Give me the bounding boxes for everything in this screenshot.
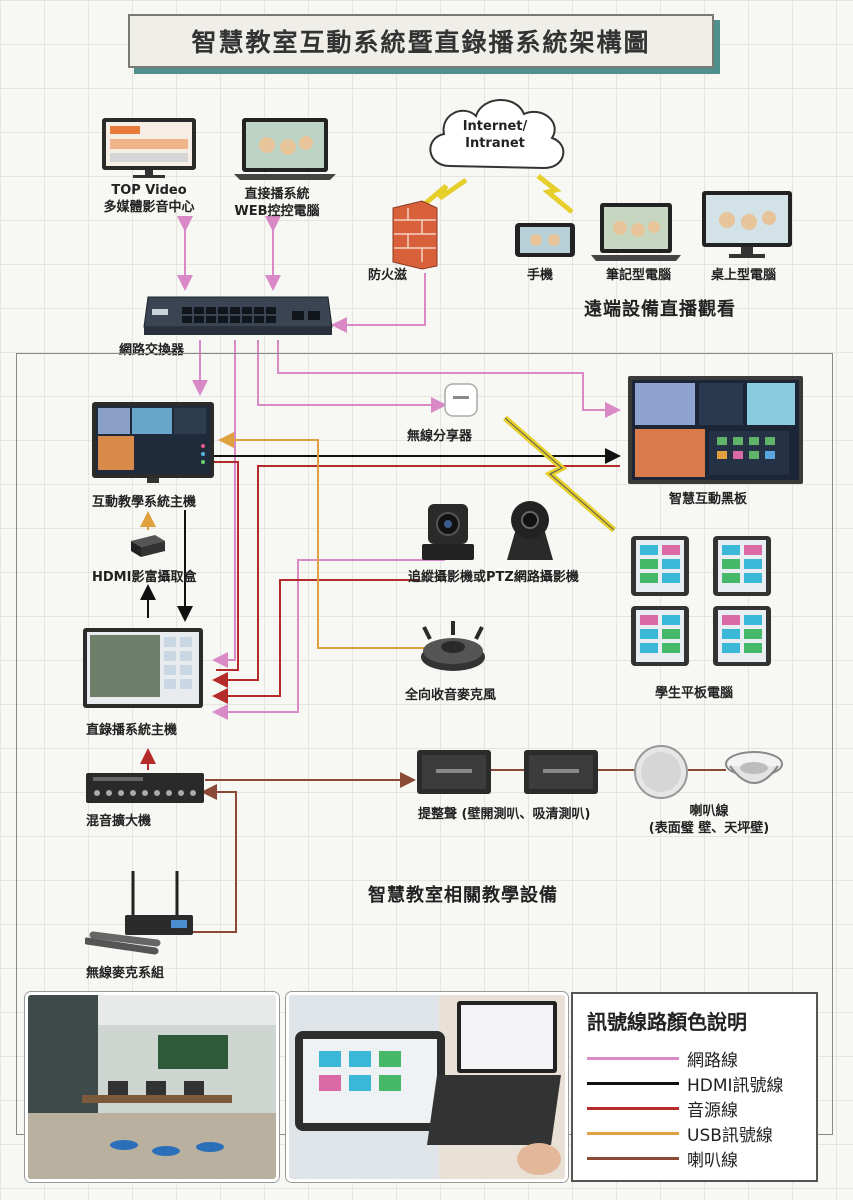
switch-label: 網路交換器 bbox=[119, 343, 185, 358]
microphone-icon bbox=[421, 621, 485, 671]
monitor-icon bbox=[92, 402, 214, 483]
laptop-icon bbox=[234, 118, 336, 180]
cameras-label: 追縱攝影機或PTZ網路攝影機 bbox=[408, 570, 579, 585]
firewall-icon bbox=[392, 200, 438, 270]
ptz-camera-icon bbox=[422, 504, 474, 560]
laptop-icon bbox=[591, 203, 681, 261]
wireless-mic-icon bbox=[85, 871, 193, 955]
wifi-router-icon bbox=[444, 383, 478, 417]
network-switch-icon bbox=[143, 296, 333, 335]
mixer-label: 混音擴大機 bbox=[86, 814, 152, 829]
capture-box-icon bbox=[131, 535, 165, 557]
mixer-icon bbox=[86, 773, 204, 803]
legend-swatch bbox=[587, 1157, 679, 1160]
monitor-icon bbox=[83, 628, 203, 708]
speaker-icon bbox=[417, 750, 491, 794]
page-title: 智慧教室互動系統暨直錄播系統架構圖 bbox=[128, 14, 714, 68]
legend-swatch bbox=[587, 1107, 679, 1110]
legend-swatch bbox=[587, 1132, 679, 1135]
legend-item-hdmi: HDMI訊號線 bbox=[587, 1071, 784, 1096]
teaching-host-label: 互動教學系統主機 bbox=[92, 495, 197, 510]
cloud-label: Internet/Intranet bbox=[462, 119, 528, 151]
tablets-group bbox=[630, 535, 778, 673]
remote-caption: 遠端設備直播觀看 bbox=[584, 299, 736, 320]
legend-item-network: 網路線 bbox=[587, 1046, 738, 1071]
legend-swatch bbox=[587, 1082, 679, 1085]
phone-label: 手機 bbox=[527, 268, 554, 283]
legend-item-usb: USB訊號線 bbox=[587, 1121, 773, 1146]
speakers-label: 提整聲 (壁開測叭、吸清測叭) bbox=[418, 807, 591, 822]
monitor-icon bbox=[102, 118, 196, 178]
section-title: 智慧教室相關教學設備 bbox=[368, 885, 558, 906]
interactive-board-icon bbox=[628, 376, 803, 484]
legend-title: 訊號線路顏色說明 bbox=[587, 1010, 747, 1034]
desktop-label: 桌上型電腦 bbox=[711, 268, 777, 283]
hdmi-box-label: HDMI影富攝取盒 bbox=[92, 570, 197, 585]
cloud-icon bbox=[429, 99, 565, 170]
mic-label: 全向收音麥克風 bbox=[405, 688, 497, 703]
classroom-photo bbox=[25, 992, 279, 1182]
blackboard-label: 智慧互動黑板 bbox=[669, 492, 748, 507]
speaker-line-label: 喇叭線(表面璧 壁、天坪壁) bbox=[648, 804, 770, 836]
phone-icon bbox=[515, 223, 575, 257]
tablet-laptop-photo bbox=[286, 992, 568, 1182]
desktop-icon bbox=[702, 191, 792, 258]
legend-item-speaker: 喇叭線 bbox=[587, 1146, 738, 1171]
recorder-label: 直錄播系統主機 bbox=[86, 723, 178, 738]
laptop-label: 筆記型電腦 bbox=[606, 268, 672, 283]
wireless-mic-label: 無線麥克系組 bbox=[86, 966, 165, 981]
tablet-icon bbox=[631, 536, 771, 666]
legend-swatch bbox=[587, 1057, 679, 1060]
legend-item-audio: 音源線 bbox=[587, 1096, 738, 1121]
dome-camera-icon bbox=[507, 501, 553, 560]
legend-box: 訊號線路顏色說明 網路線 HDMI訊號線 音源線 USB訊號線 喇叭線 bbox=[571, 992, 818, 1182]
firewall-label: 防火滋 bbox=[368, 268, 408, 283]
ceiling-speaker-icon bbox=[634, 745, 688, 799]
tablets-label: 學生平板電腦 bbox=[655, 686, 734, 701]
ceiling-speaker-icon bbox=[725, 751, 783, 784]
wifi-label: 無線分享器 bbox=[407, 429, 473, 444]
speaker-icon bbox=[524, 750, 598, 794]
